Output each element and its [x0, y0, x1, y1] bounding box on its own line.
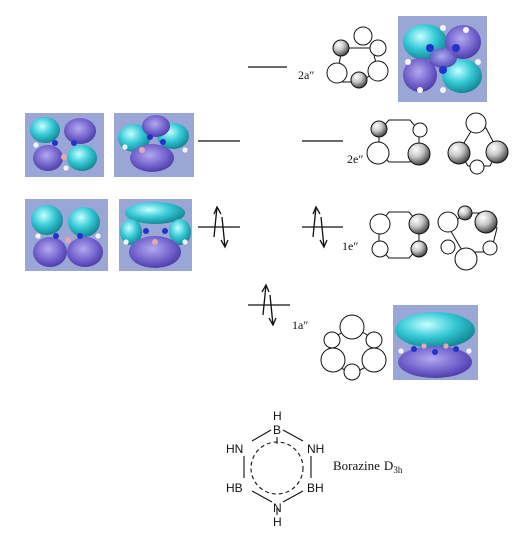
level-1epp-label: 1e″	[342, 239, 358, 253]
symmetry-sub: 3h	[393, 465, 403, 475]
aromatic-ring-circle	[250, 441, 304, 495]
atom-b-top: B	[273, 423, 281, 437]
orbital-render-1epp-b	[119, 199, 192, 271]
electron-pair-1epp-left	[213, 205, 229, 249]
cartoon-2a2pp	[326, 26, 389, 89]
orbital-render-1epp-a	[25, 199, 108, 271]
orbital-render-2epp-a	[25, 113, 104, 177]
atom-bh-lower-right: BH	[307, 481, 324, 495]
borazine-structure: H B HN NH HB BH N H Borazine D3h	[226, 409, 403, 529]
level-2epp-label: 2e″	[347, 152, 363, 166]
atom-hn-upper-left: HN	[226, 442, 243, 456]
molecule-name: Borazine	[333, 458, 380, 473]
orbital-render-1a2pp	[393, 305, 478, 380]
atom-h-bottom: H	[273, 515, 282, 529]
cartoon-2epp-b	[447, 112, 509, 175]
atom-h-top: H	[273, 409, 282, 423]
cartoon-1a2pp	[320, 314, 387, 381]
borazine-ring-bonds	[243, 429, 312, 515]
level-2a2pp-label: 2a″	[298, 68, 314, 82]
level-1a2pp-label: 1a″	[292, 318, 308, 332]
molecule-name-label: Borazine D3h	[333, 458, 403, 475]
electron-pair-1a2pp	[261, 283, 277, 327]
atom-n-bottom: N	[273, 501, 282, 515]
cartoon-1epp-b	[437, 205, 498, 271]
atom-nh-upper-right: NH	[307, 442, 324, 456]
cartoon-2epp-a	[366, 119, 431, 166]
atom-hb-lower-left: HB	[226, 481, 243, 495]
orbital-render-2epp-b	[114, 113, 194, 177]
orbital-render-2a2pp	[398, 16, 487, 102]
symmetry-main: D	[384, 458, 393, 473]
electron-pair-1epp-right	[312, 205, 328, 249]
cartoon-1epp-a	[369, 211, 430, 259]
